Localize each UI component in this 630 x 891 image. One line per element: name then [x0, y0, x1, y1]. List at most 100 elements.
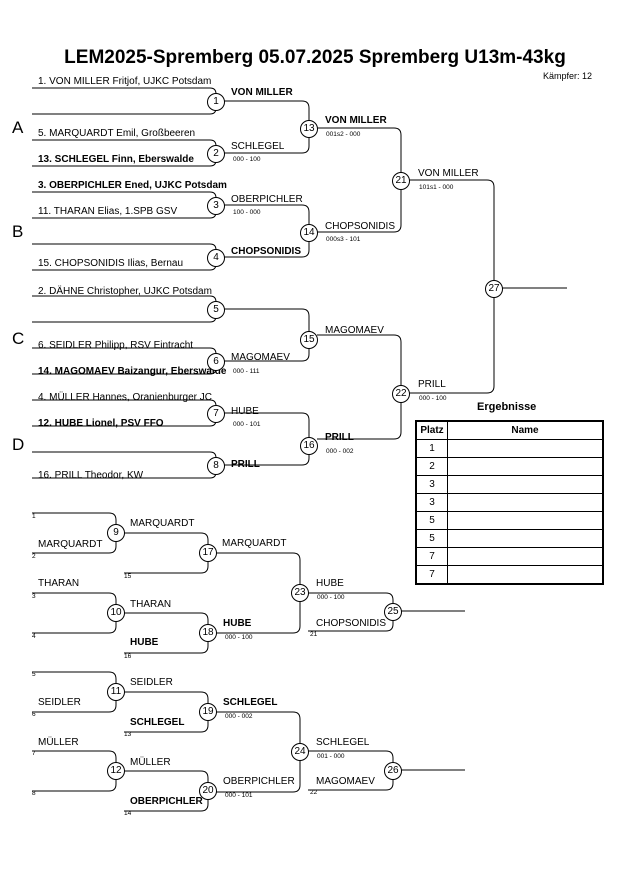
match-circle-12: 12	[107, 762, 125, 780]
rep-entry-10a: THARAN	[38, 578, 80, 589]
score-match-7: 000 - 101	[233, 421, 261, 428]
match-circle-6: 6	[207, 353, 225, 371]
winner-match-2: SCHLEGEL	[231, 141, 285, 152]
pool-label-a: A	[12, 118, 24, 137]
match-circle-20: 20	[199, 782, 217, 800]
winner-match-18: HUBE	[223, 618, 252, 629]
score-match-16: 000 - 002	[326, 448, 354, 455]
winner-match-9: MARQUARDT	[130, 518, 195, 529]
name-cell	[447, 439, 603, 458]
match-circle-21: 21	[392, 172, 410, 190]
match-circle-22: 22	[392, 385, 410, 403]
winner-match-12: MÜLLER	[130, 757, 171, 768]
name-cell	[447, 565, 603, 584]
name-cell	[447, 475, 603, 494]
match-circle-9: 9	[107, 524, 125, 542]
entry-4: 4. MÜLLER Hannes, Oranienburger JC	[38, 392, 212, 403]
winner-match-23: HUBE	[316, 578, 344, 589]
place-cell: 1	[416, 439, 448, 458]
match-circle-18: 18	[199, 624, 217, 642]
place-cell: 3	[416, 475, 448, 494]
entry-13: 13. SCHLEGEL Finn, Eberswalde	[38, 154, 194, 165]
score-match-2: 000 - 100	[233, 156, 261, 163]
rep-slot-13: 13	[124, 731, 132, 738]
score-match-23: 000 - 100	[317, 594, 345, 601]
match-circle-27: 27	[485, 280, 503, 298]
score-match-3: 100 - 000	[233, 209, 261, 216]
score-match-6: 000 - 111	[233, 368, 260, 375]
score-match-20: 000 - 101	[225, 792, 253, 799]
rep-entry-25b: CHOPSONIDIS	[316, 618, 387, 629]
table-row: 7	[416, 547, 603, 566]
page-title: LEM2025-Spremberg 05.07.2025 Spremberg U…	[64, 47, 566, 68]
rep-slot-1: 1	[32, 513, 36, 520]
score-match-18: 000 - 100	[225, 634, 253, 641]
results-header-row: Platz Name	[416, 421, 603, 440]
entry-5: 5. MARQUARDT Emil, Großbeeren	[38, 128, 196, 139]
match-circle-8: 8	[207, 457, 225, 475]
score-match-22: 000 - 100	[419, 395, 447, 402]
match-circle-1: 1	[207, 93, 225, 111]
results-title: Ergebnisse	[477, 401, 537, 413]
winner-match-11: SEIDLER	[130, 677, 173, 688]
place-cell: 5	[416, 511, 448, 530]
pool-label-d: D	[12, 435, 25, 454]
match-circle-24: 24	[291, 743, 309, 761]
match-circle-16: 16	[300, 437, 318, 455]
score-match-19: 000 - 002	[225, 713, 253, 720]
table-row: 5	[416, 511, 603, 530]
rep-slot-5: 5	[32, 671, 36, 678]
winner-match-4: CHOPSONIDIS	[231, 246, 302, 257]
rep-entry-11b: SEIDLER	[38, 697, 81, 708]
rep-slot-6: 6	[32, 711, 36, 718]
match-circle-26: 26	[384, 762, 402, 780]
fighter-count: Kämpfer: 12	[543, 71, 593, 81]
table-row: 1	[416, 439, 603, 458]
results-table: Platz Name 1 2 3 3 5 5 7 7	[415, 420, 604, 585]
winner-match-20: OBERPICHLER	[223, 776, 295, 787]
match-circle-13: 13	[300, 120, 318, 138]
winner-match-6: MAGOMAEV	[231, 352, 290, 363]
entry-6: 6. SEIDLER Philipp, RSV Eintracht	[38, 340, 194, 351]
winner-match-14: CHOPSONIDIS	[325, 221, 396, 232]
entry-16: 16. PRILL Theodor, KW	[38, 470, 144, 481]
table-row: 5	[416, 529, 603, 548]
entry-3: 3. OBERPICHLER Ened, UJKC Potsdam	[38, 180, 227, 191]
place-cell: 3	[416, 493, 448, 512]
rep-entry-20b: OBERPICHLER	[130, 796, 203, 807]
winner-match-16: PRILL	[325, 432, 354, 443]
winner-match-22: PRILL	[418, 379, 446, 390]
entry-11: 11. THARAN Elias, 1.SPB GSV	[38, 206, 178, 217]
name-cell	[447, 457, 603, 476]
rep-entry-12a: MÜLLER	[38, 737, 79, 748]
winner-match-21: VON MILLER	[418, 168, 479, 179]
entry-15: 15. CHOPSONIDIS Ilias, Bernau	[38, 258, 184, 269]
table-row: 3	[416, 475, 603, 494]
winner-match-24: SCHLEGEL	[316, 737, 370, 748]
pool-label-c: C	[12, 329, 25, 348]
rep-slot-3: 3	[32, 593, 36, 600]
rep-slot-16: 16	[124, 653, 132, 660]
rep-slot-2: 2	[32, 553, 36, 560]
winner-match-7: HUBE	[231, 406, 259, 417]
rep-slot-22: 22	[310, 789, 318, 796]
rep-slot-15: 15	[124, 573, 132, 580]
rep-slot-8: 8	[32, 790, 36, 797]
entry-2: 2. DÄHNE Christopher, UJKC Potsdam	[38, 286, 212, 297]
match-circle-17: 17	[199, 544, 217, 562]
score-match-13: 001s2 - 000	[326, 131, 361, 138]
name-cell	[447, 529, 603, 548]
winner-match-17: MARQUARDT	[222, 538, 287, 549]
match-circle-25: 25	[384, 603, 402, 621]
name-cell	[447, 547, 603, 566]
rep-entry-26b: MAGOMAEV	[316, 776, 375, 787]
name-cell	[447, 493, 603, 512]
winner-match-13: VON MILLER	[325, 115, 387, 126]
pool-label-b: B	[12, 222, 24, 241]
match-circle-5: 5	[207, 301, 225, 319]
match-circle-15: 15	[300, 331, 318, 349]
rep-slot-7: 7	[32, 750, 36, 757]
match-circle-2: 2	[207, 145, 225, 163]
winner-match-15: MAGOMAEV	[325, 325, 384, 336]
